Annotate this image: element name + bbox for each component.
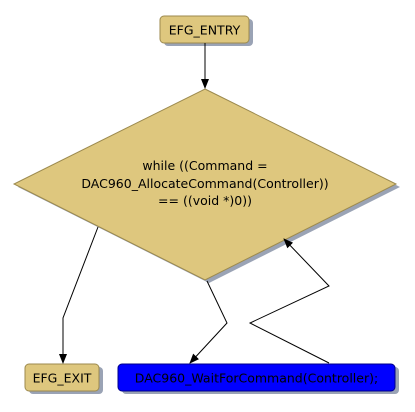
loop-condition-line-3: == ((void *)0))	[158, 193, 252, 208]
loop-decision-node[interactable]	[12, 88, 398, 281]
wait-for-command-node[interactable]	[117, 363, 396, 392]
loop-condition-line-2: DAC960_AllocateCommand(Controller))	[81, 176, 328, 191]
exit-node-label: EFG_EXIT	[33, 371, 92, 386]
wait-for-command-label: DAC960_WaitForCommand(Controller);	[135, 371, 378, 386]
edge-call-back-to-loop	[248, 238, 330, 364]
entry-node-label: EFG_ENTRY	[169, 23, 241, 38]
loop-condition-line-1: while ((Command =	[142, 158, 267, 173]
edge-loop-to-call	[189, 280, 228, 364]
edge-loop-to-exit	[59, 226, 99, 364]
exit-node[interactable]	[24, 363, 100, 392]
